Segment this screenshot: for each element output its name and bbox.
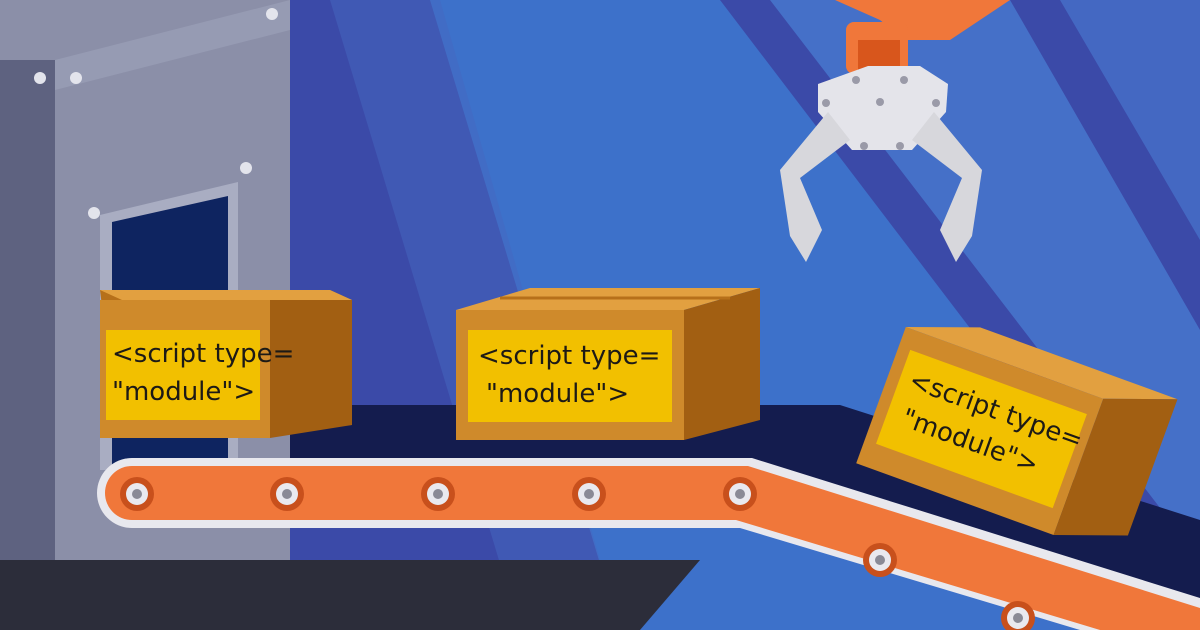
box-1-label-line-1: <script type= xyxy=(112,339,294,369)
package-box-1: <script type= "module"> xyxy=(100,290,352,438)
box-1-label-line-2: "module"> xyxy=(112,377,255,407)
box-1-label xyxy=(106,330,260,420)
machine-rivets xyxy=(34,8,278,219)
box-2-label xyxy=(468,330,672,422)
claw-fingers xyxy=(780,112,982,262)
robot-arm xyxy=(780,0,1010,262)
package-box-3: <script type= "module"> xyxy=(856,326,1178,536)
box-2-label-line-2: "module"> xyxy=(486,379,629,409)
claw-hub xyxy=(818,66,948,150)
box-2-label-line-1: <script type= xyxy=(478,341,660,371)
conveyor-belt xyxy=(97,458,1200,630)
box-3-label xyxy=(876,349,1087,509)
conveyor-rollers xyxy=(120,477,1035,630)
package-box-2: <script type= "module"> xyxy=(456,288,760,440)
machine-base xyxy=(0,560,700,630)
